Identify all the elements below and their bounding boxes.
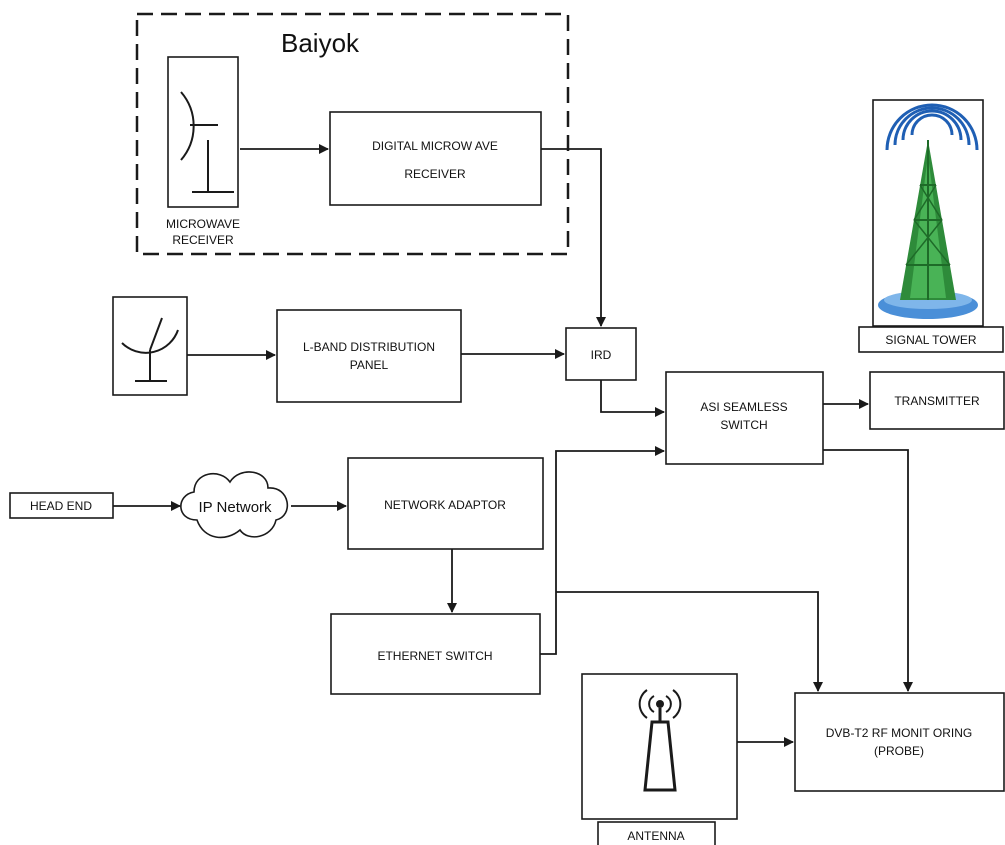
dvb-probe-node: DVB-T2 RF MONIT ORING (PROBE) — [794, 692, 1005, 792]
transmitter-node: TRANSMITTER — [869, 371, 1005, 430]
l-band-panel-label-1: L-BAND DISTRIBUTION — [303, 340, 435, 354]
transmitter-label: TRANSMITTER — [894, 394, 980, 408]
ird-label: IRD — [591, 348, 612, 362]
digital-microwave-receiver-label-1: DIGITAL MICROW AVE — [372, 139, 498, 153]
ip-network-node: IP Network — [180, 471, 289, 539]
network-adaptor-label: NETWORK ADAPTOR — [384, 498, 506, 512]
l-band-panel-node: L-BAND DISTRIBUTION PANEL — [276, 309, 462, 403]
ethernet-switch-label: ETHERNET SWITCH — [377, 649, 492, 663]
baiyok-group-title: Baiyok — [281, 28, 360, 58]
edge-ird-to-asi-switch — [600, 380, 665, 417]
dvb-probe-label-1: DVB-T2 RF MONIT ORING — [826, 726, 972, 740]
edge-asi-switch-to-probe — [823, 449, 913, 692]
asi-switch-node: ASI SEAMLESS SWITCH — [665, 371, 824, 465]
satellite-dish-node — [112, 296, 188, 396]
digital-microwave-receiver-node: DIGITAL MICROW AVE RECEIVER — [329, 111, 542, 206]
asi-switch-label-2: SWITCH — [720, 418, 767, 432]
head-end-label: HEAD END — [30, 499, 92, 513]
antenna-label-box: ANTENNA — [597, 821, 716, 845]
signal-tower-icon — [878, 103, 979, 319]
satellite-dish-icon — [121, 329, 179, 354]
digital-microwave-receiver-label-2: RECEIVER — [404, 167, 466, 181]
microwave-receiver-node: MICROWAVE RECEIVER — [166, 56, 240, 247]
antenna-icon — [638, 689, 682, 792]
ip-network-label: IP Network — [198, 499, 272, 516]
edge-ethernet-switch-to-probe — [556, 591, 823, 692]
head-end-node: HEAD END — [9, 492, 114, 519]
ird-node: IRD — [565, 327, 637, 381]
asi-switch-label-1: ASI SEAMLESS — [700, 400, 787, 414]
antenna-label: ANTENNA — [627, 829, 684, 843]
ethernet-switch-node: ETHERNET SWITCH — [330, 613, 541, 695]
cloud-icon — [180, 471, 289, 539]
signal-tower-node — [872, 99, 984, 327]
antenna-node — [581, 673, 738, 820]
signal-tower-label-box: SIGNAL TOWER — [858, 326, 1004, 353]
network-adaptor-node: NETWORK ADAPTOR — [347, 457, 544, 550]
signal-tower-label: SIGNAL TOWER — [885, 333, 976, 347]
edge-digital-receiver-to-ird — [541, 148, 606, 327]
microwave-receiver-label-1: MICROWAVE — [166, 217, 240, 231]
dvb-probe-label-2: (PROBE) — [874, 744, 924, 758]
microwave-receiver-label-2: RECEIVER — [172, 233, 234, 247]
edge-ethernet-switch-to-asi-switch — [540, 446, 665, 655]
l-band-panel-label-2: PANEL — [350, 358, 389, 372]
